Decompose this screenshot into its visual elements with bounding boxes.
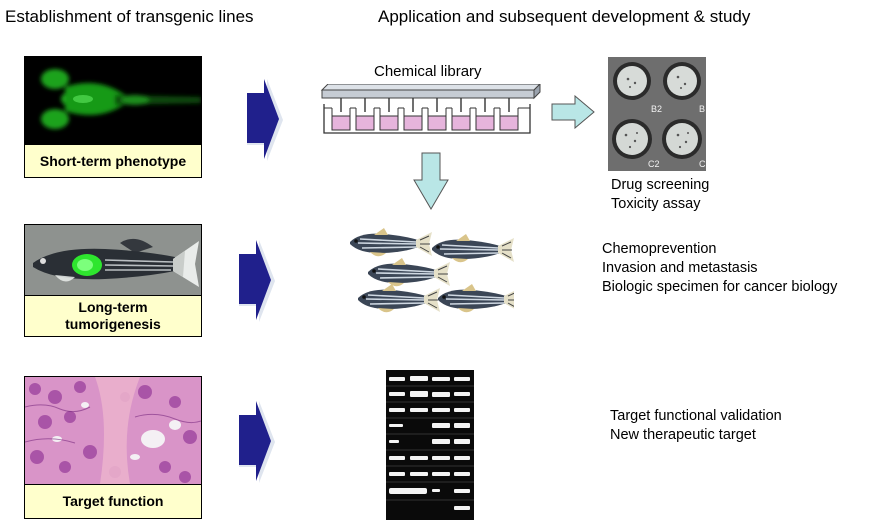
panel-target-function: Target function — [24, 376, 202, 519]
navy-arrow-icon — [239, 240, 275, 322]
navy-arrow-icon — [247, 79, 283, 161]
text-group-screening: Drug screening Toxicity assay — [611, 176, 709, 214]
heading-establishment: Establishment of transgenic lines — [5, 7, 254, 26]
panel-short-term-phenotype: Short-term phenotype — [24, 56, 202, 178]
panel-caption: Long-term tumorigenesis — [25, 295, 201, 336]
fluorescent-larva-image — [25, 57, 201, 144]
cancer-line: Biologic specimen for cancer biology — [602, 279, 838, 295]
cancer-line: Chemoprevention — [602, 241, 717, 257]
panel-caption-line: tumorigenesis — [65, 316, 161, 332]
chemical-library-label: Chemical library — [374, 63, 482, 80]
well-label: C — [699, 159, 706, 169]
panel-caption: Target function — [25, 484, 201, 518]
cancer-line: Invasion and metastasis — [602, 260, 758, 276]
well-label: C2 — [648, 159, 660, 169]
light-arrow-down-icon — [413, 152, 449, 210]
well-label: B2 — [651, 104, 662, 114]
histology-image — [25, 377, 201, 484]
screening-line: Drug screening — [611, 177, 710, 193]
gel-electrophoresis-image — [386, 370, 474, 520]
text-group-cancer: Chemoprevention Invasion and metastasis … — [602, 240, 837, 297]
target-line: Target functional validation — [610, 408, 782, 424]
navy-arrow-icon — [239, 401, 275, 483]
chemical-library-plate-icon — [320, 84, 541, 134]
panel-long-term-tumorigenesis: Long-term tumorigenesis — [24, 224, 202, 337]
adult-fish-image — [25, 225, 201, 295]
panel-caption-line: Long-term — [78, 299, 148, 315]
target-line: New therapeutic target — [610, 427, 756, 443]
well-label: B — [699, 104, 705, 114]
panel-caption: Short-term phenotype — [25, 144, 201, 177]
zebrafish-group-image — [349, 227, 514, 314]
text-group-target: Target functional validation New therape… — [610, 407, 782, 445]
well-plate-photo: B2 B C2 C — [608, 57, 706, 171]
light-arrow-right-icon — [551, 95, 595, 129]
heading-application: Application and subsequent development &… — [378, 7, 751, 26]
screening-line: Toxicity assay — [611, 196, 701, 212]
